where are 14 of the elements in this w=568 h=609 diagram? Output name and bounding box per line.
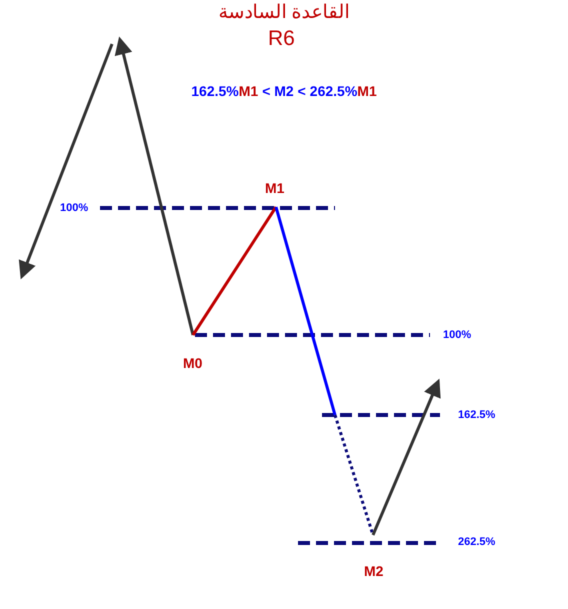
formula-text: M1 <box>357 83 377 99</box>
formula-text: 262.5% <box>310 83 358 99</box>
formula-text: < M2 < <box>262 83 306 99</box>
subtitle: R6 <box>268 27 295 51</box>
level-label: 100% <box>60 202 88 214</box>
formula-text: M1 <box>238 83 258 99</box>
point-label: M2 <box>364 563 384 579</box>
level-label: 100% <box>443 329 472 341</box>
point-label: M1 <box>265 180 284 196</box>
formula-text: 162.5% <box>191 83 239 99</box>
point-label: M0 <box>183 355 202 371</box>
level-label: 162.5% <box>458 409 496 421</box>
title: القاعدة السادسة <box>217 1 351 24</box>
level-label: 262.5% <box>458 536 496 548</box>
